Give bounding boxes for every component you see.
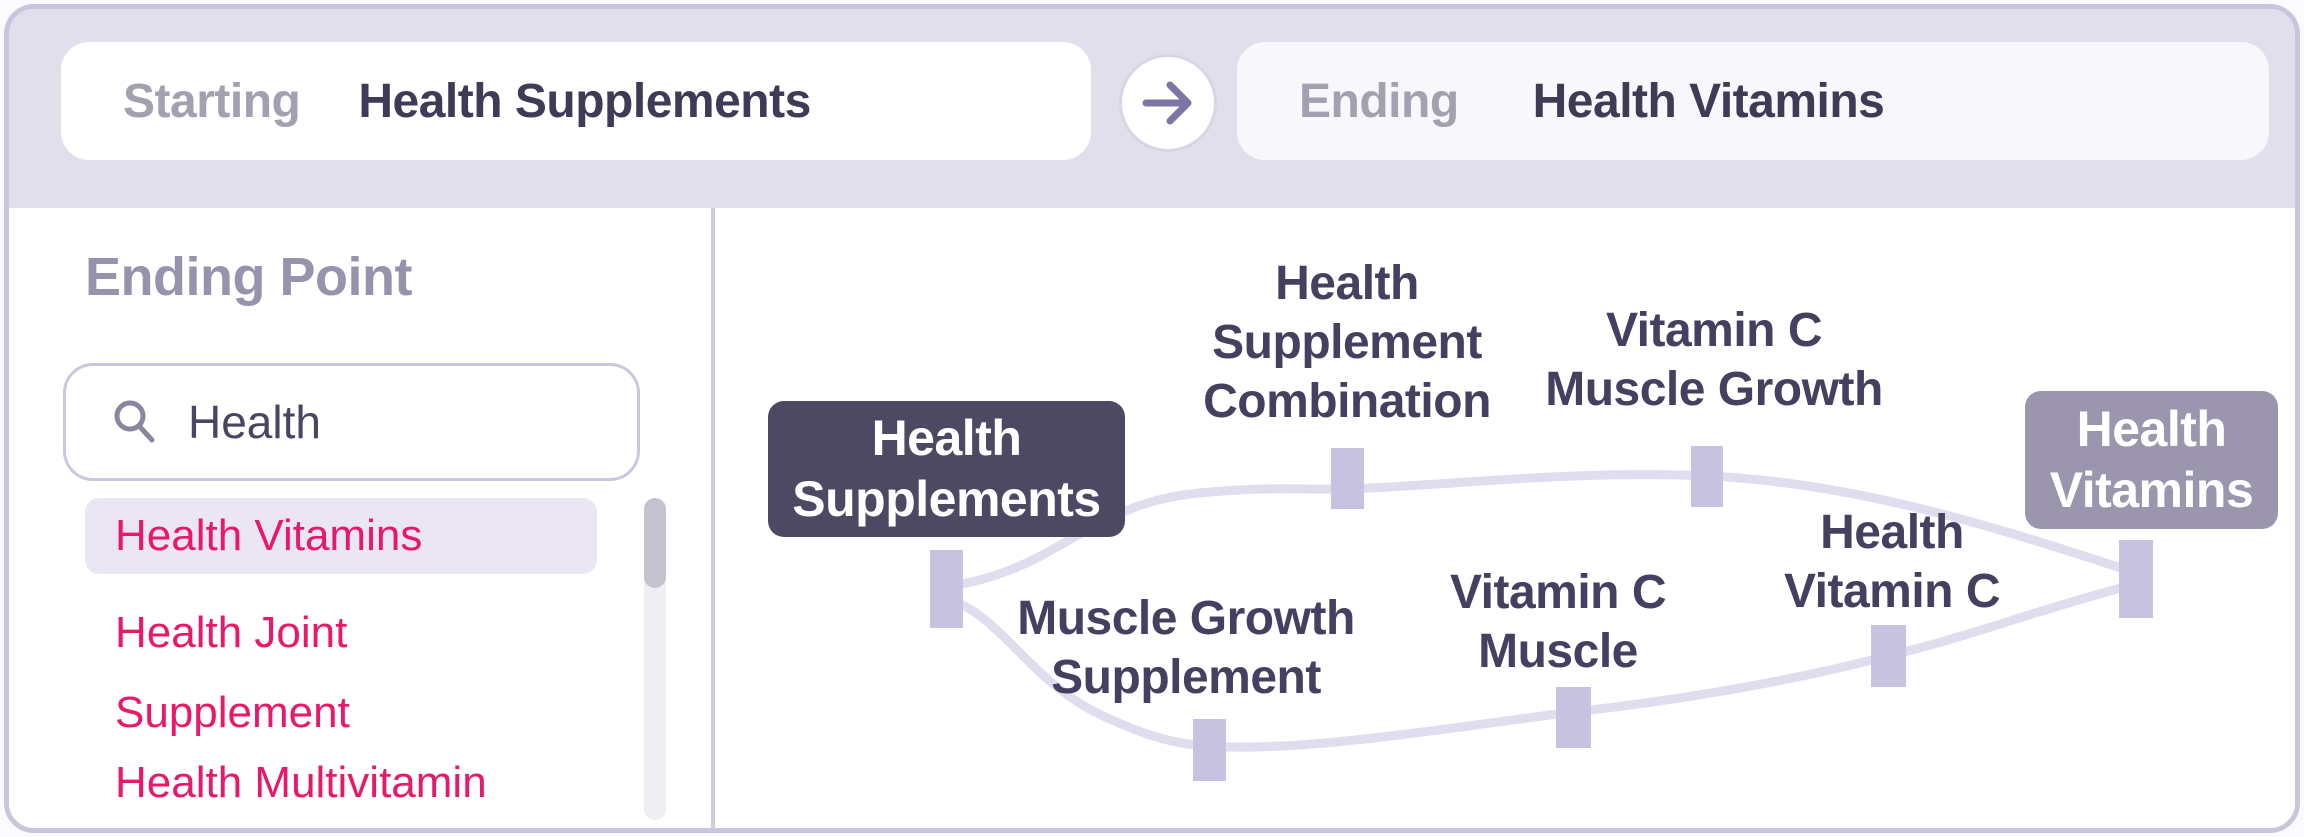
starting-input[interactable]: Starting Health Supplements xyxy=(61,42,1091,160)
starting-label: Starting xyxy=(123,74,301,128)
search-value: Health xyxy=(188,396,321,448)
waypoint-label-health-supplement-combination: Health Supplement Combination xyxy=(1203,257,1491,428)
arrow-right-button[interactable] xyxy=(1119,54,1217,152)
list-item-health-vitamins[interactable]: Health Vitamins xyxy=(85,498,597,574)
list-item-label: Health Vitamins xyxy=(115,511,423,560)
waypoint-label-vitamin-c-muscle-growth: Vitamin C Muscle Growth xyxy=(1545,304,1883,416)
start-node-box[interactable]: Health Supplements xyxy=(768,401,1125,537)
graph-node-muscle-growth-supplement-tick[interactable] xyxy=(1193,719,1226,781)
list-item-health-joint-supplement[interactable]: Health Joint Supplement xyxy=(85,593,555,753)
ending-label: Ending xyxy=(1299,74,1459,128)
search-input[interactable]: Health xyxy=(63,363,640,481)
ending-input[interactable]: Ending Health Vitamins xyxy=(1237,42,2269,160)
header-bar: Starting Health Supplements Ending Healt… xyxy=(9,9,2295,208)
arrow-right-icon xyxy=(1142,81,1192,125)
list-item-label: Health Multivitamin xyxy=(115,758,487,807)
graph-node-vitamin-c-muscle-tick[interactable] xyxy=(1556,687,1591,748)
list-item-label: Health Joint Supplement xyxy=(115,608,350,737)
graph-node-health-vitamins-tick[interactable] xyxy=(2119,540,2153,618)
ending-value: Health Vitamins xyxy=(1532,74,1885,128)
end-node-box[interactable]: Health Vitamins xyxy=(2025,391,2278,529)
sidebar-scrollbar-track[interactable] xyxy=(644,498,666,820)
panel-divider xyxy=(711,208,715,828)
starting-value: Health Supplements xyxy=(358,74,811,128)
graph-node-health-supplement-combination-tick[interactable] xyxy=(1331,448,1364,509)
graph-node-health-supplements-tick[interactable] xyxy=(930,550,963,628)
waypoint-label-muscle-growth-supplement: Muscle Growth Supplement xyxy=(1017,592,1355,704)
search-icon xyxy=(114,400,155,443)
graph-node-vitamin-c-muscle-growth-tick[interactable] xyxy=(1691,446,1723,507)
sidebar-scrollbar-thumb[interactable] xyxy=(644,498,666,588)
route-planner-card: Starting Health Supplements Ending Healt… xyxy=(4,4,2300,833)
list-item-health-multivitamin[interactable]: Health Multivitamin xyxy=(85,753,597,813)
graph-node-health-vitamin-c-tick[interactable] xyxy=(1871,625,1906,687)
ending-point-title: Ending Point xyxy=(85,247,412,307)
bottom-path-edge xyxy=(945,583,2126,752)
path-graph xyxy=(930,446,2153,781)
main-content: Ending Point Health Health Vitamins Heal… xyxy=(9,208,2295,828)
waypoint-label-vitamin-c-muscle: Vitamin C Muscle xyxy=(1450,566,1667,678)
waypoint-label-health-vitamin-c: Health Vitamin C xyxy=(1784,506,2001,618)
